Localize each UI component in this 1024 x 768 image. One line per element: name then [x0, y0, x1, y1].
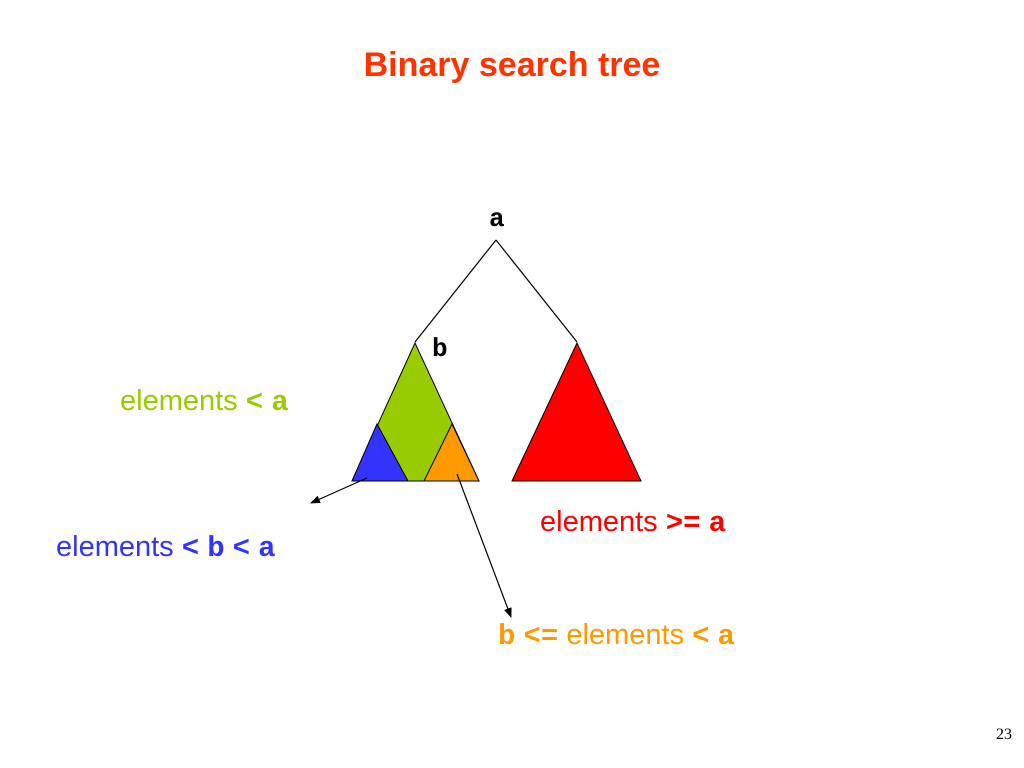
left-left-op2: < [232, 532, 251, 565]
edge-root-left [414, 239, 497, 343]
left-left-var2: a [258, 532, 276, 565]
arrow-to-orange-label [456, 473, 512, 618]
left-right-var0: b [498, 620, 516, 653]
right-subtree-triangle [511, 341, 642, 482]
left-right-subtree-triangle [423, 422, 480, 482]
left-left-op1: < [181, 532, 200, 565]
left-right-op1: < [692, 620, 710, 653]
left-right-word: elements [566, 619, 685, 651]
right-subtree-var: a [708, 507, 727, 540]
left-right-var1: a [717, 620, 735, 653]
left-subtree-op: < [245, 386, 264, 419]
arrow-to-blue-label [310, 477, 368, 504]
right-subtree-label: elements >= a [540, 506, 727, 540]
left-left-subtree-label: elements < b < a [56, 531, 276, 565]
left-right-subtree-label: b <= elements < a [498, 619, 735, 653]
left-left-subtree-triangle [351, 422, 409, 482]
edge-root-right [495, 239, 578, 343]
left-right-op0: <= [523, 620, 559, 653]
right-subtree-word: elements [540, 506, 658, 538]
left-left-var1: b [207, 532, 225, 565]
left-left-word: elements [56, 531, 174, 563]
right-subtree-op: >= [665, 507, 701, 540]
page-number: 23 [996, 726, 1012, 743]
left-subtree-word: elements [120, 385, 238, 417]
node-a-label: a [489, 204, 505, 234]
slide-title: Binary search tree [363, 46, 661, 84]
left-subtree-label: elements < a [120, 385, 289, 419]
left-subtree-var: a [271, 386, 289, 419]
node-b-label: b [432, 334, 448, 364]
